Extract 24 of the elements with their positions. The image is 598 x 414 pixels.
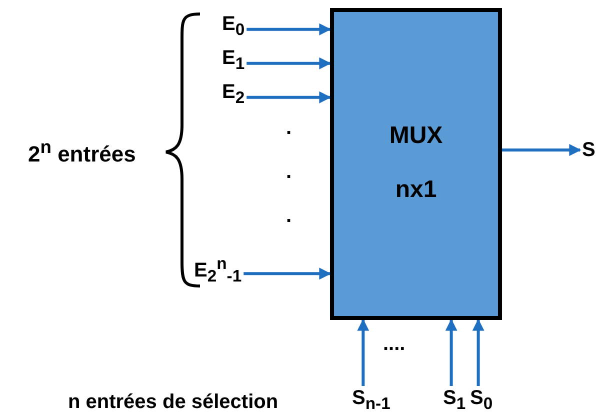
signal-label: S$_{n-1}$ [352,388,390,413]
arrow [246,57,332,70]
ellipsis-dot: . [286,118,292,138]
arrow [244,268,332,280]
block-title: MUX [388,124,444,148]
mux-block [330,8,502,320]
signal-label: S$_{0}$ [470,388,493,413]
signal-label: S$_{1}$ [443,388,466,413]
arrow [246,91,332,104]
arrow [502,144,582,156]
ellipsis-dot: . [286,162,292,182]
ellipsis-dot: . [286,206,292,226]
arrow [472,318,484,386]
signal-label: E$_{2}$ [222,82,245,107]
signal-label: E$_{1}$ [222,48,245,73]
block-subtitle: nx1 [394,178,438,202]
arrow [246,23,332,36]
arrow [445,318,458,386]
ellipsis-dots: .... [383,334,406,354]
output-label: S [582,140,596,160]
signal-label: E$_{0}$ [222,14,245,39]
arrow [357,318,370,386]
selection-label: n entrées de sélection [68,392,278,412]
inputs-label: 2$^{n}$ entrées [28,138,136,166]
